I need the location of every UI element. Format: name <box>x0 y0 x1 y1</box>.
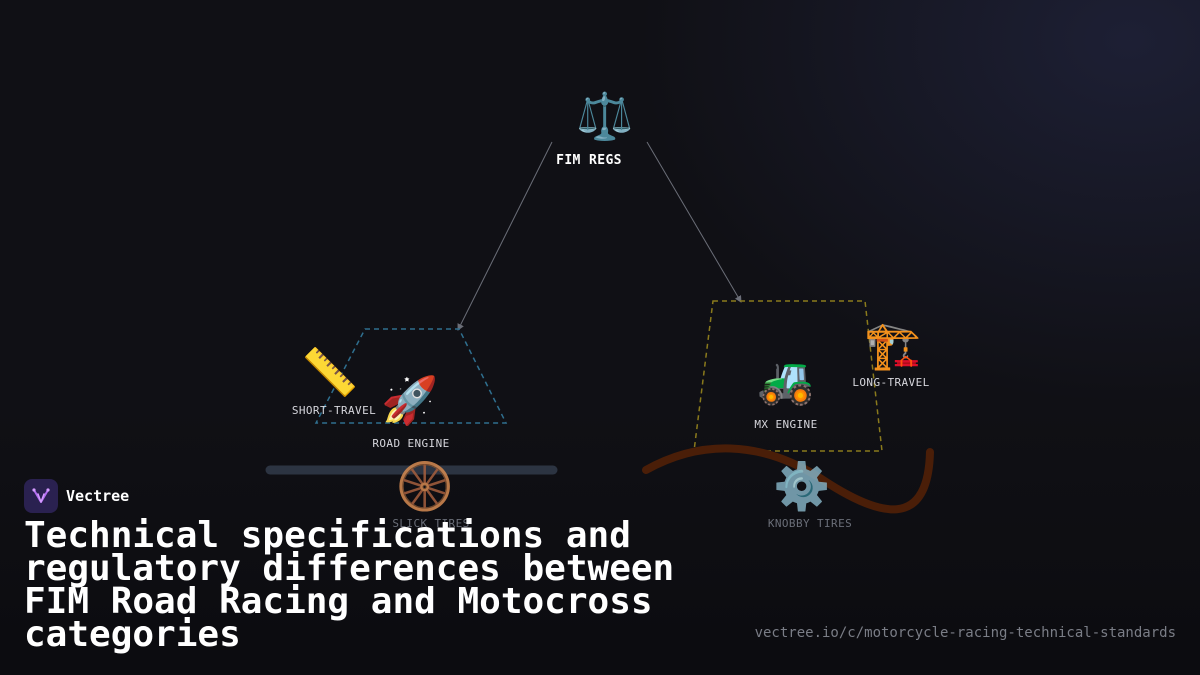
page-title: Technical specifications and regulatory … <box>24 515 675 655</box>
connector-fim-to-road <box>457 141 553 331</box>
road-engine-label: ROAD ENGINE <box>372 437 450 450</box>
motocross-group-outline <box>693 300 883 452</box>
tractor-icon: 🚜 <box>757 353 815 407</box>
fim-regs-label: FIM REGS <box>556 153 622 168</box>
wheel-icon: 🛞 <box>396 459 454 513</box>
road-racing-group-outline <box>314 328 508 424</box>
brand[interactable]: Vectree <box>24 479 129 513</box>
crane-icon: 🏗️ <box>864 318 922 372</box>
knobby-tires-label: KNOBBY TIRES <box>767 517 853 530</box>
vectree-logo-icon <box>24 479 58 513</box>
gear-icon: ⚙️ <box>773 459 831 513</box>
long-travel-label: LONG-TRAVEL <box>852 376 930 389</box>
ruler-icon: 📏 <box>301 345 359 399</box>
brand-name: Vectree <box>66 487 130 505</box>
connector-fim-to-mx <box>646 141 742 303</box>
dirt-track-curve <box>642 444 934 514</box>
scales-icon: ⚖️ <box>576 89 634 143</box>
page-url[interactable]: vectree.io/c/motorcycle-racing-technical… <box>754 625 1176 641</box>
short-travel-label: SHORT-TRAVEL <box>291 404 377 417</box>
slick-tires-label: SLICK TIRES <box>392 517 470 530</box>
rocket-icon: 🚀 <box>381 373 439 427</box>
mx-engine-label: MX ENGINE <box>754 418 818 431</box>
